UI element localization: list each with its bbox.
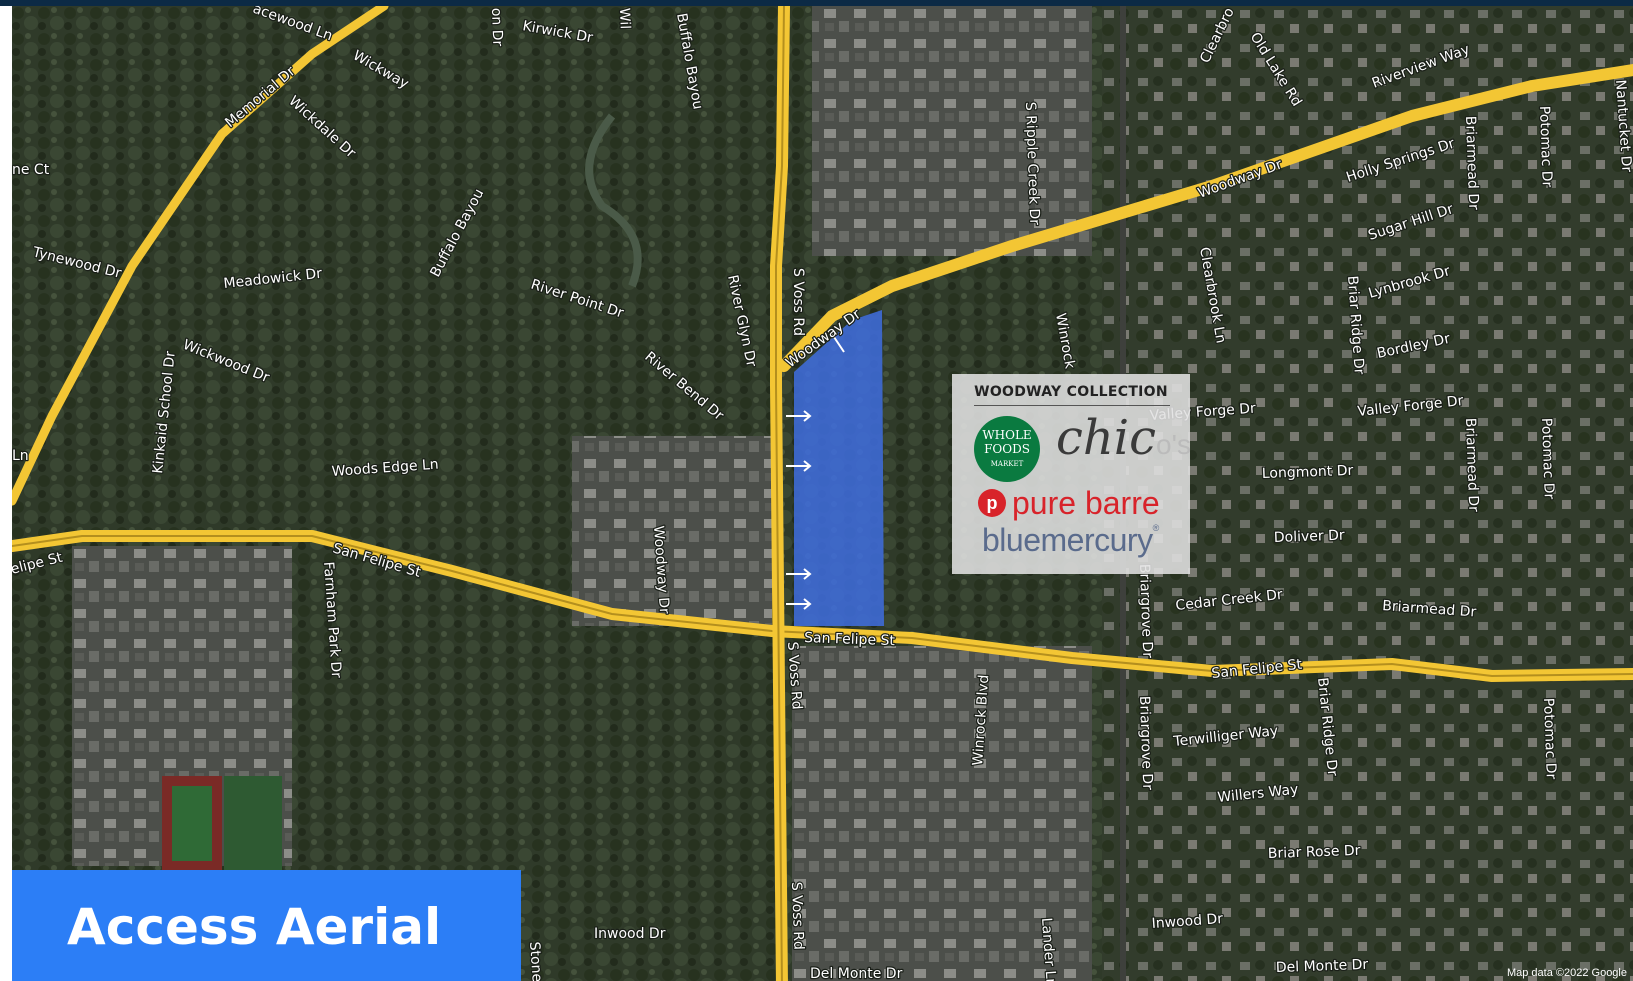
street-label: Ln (12, 448, 29, 464)
access-arrows (786, 333, 845, 610)
map-canvas: Memorial Dr Wickway Wickdale Dr Kirwick … (12, 6, 1633, 981)
tenant-callout: WOODWAY COLLECTION WHOLE FOODS MARKET ch… (952, 374, 1191, 574)
whole-foods-line2: FOODS (984, 442, 1030, 456)
street-label: Longmont Dr (1262, 463, 1354, 482)
memorial-dr-road (12, 6, 389, 506)
banner-title: Access Aerial (67, 898, 442, 956)
office-complex (572, 436, 772, 626)
street-label: Potomac Dr (1536, 106, 1555, 188)
roads (12, 6, 1633, 981)
left-margin (0, 6, 12, 981)
residential-east (1102, 6, 1633, 981)
chicos-faded: o's (1156, 429, 1191, 460)
street-label: Briarmead Dr (1462, 418, 1481, 513)
pure-barre-logo: p pure barre (978, 486, 1160, 520)
pure-barre-mark: p (978, 489, 1006, 517)
street-label: San Felipe St (804, 630, 896, 649)
whole-foods-line3: MARKET (990, 460, 1024, 468)
bluemercury-text: bluemercury (982, 522, 1153, 558)
top-bar (0, 0, 1633, 6)
commercial-south (792, 646, 1092, 981)
map-attribution: Map data ©2022 Google (1506, 967, 1627, 979)
street-label: Briargrove Dr (1136, 696, 1155, 791)
street-label: Stone (526, 941, 545, 981)
sports-field (172, 786, 212, 861)
callout-divider (974, 405, 1170, 406)
street-label: S Voss Rd (788, 882, 806, 951)
street-label: Potomac Dr (1540, 698, 1559, 780)
street-label: ne Ct (12, 162, 50, 178)
street-label: Potomac Dr (1538, 418, 1557, 500)
street-label: Briargrove Dr (1136, 564, 1155, 659)
aerial-map[interactable]: Memorial Dr Wickway Wickdale Dr Kirwick … (12, 6, 1633, 981)
street-label: Inwood Dr (1151, 911, 1224, 932)
street-label: Lander Ln (1038, 917, 1059, 981)
bayou (585, 113, 642, 288)
street-label: on Dr (488, 8, 505, 47)
callout-title: WOODWAY COLLECTION (974, 384, 1168, 400)
pure-barre-text: pure barre (1012, 485, 1160, 521)
chicos-main: chic (1056, 410, 1157, 466)
s-voss-median (775, 6, 785, 981)
bluemercury-logo: bluemercury® (982, 522, 1160, 558)
street-label: Briarmead Dr (1462, 116, 1481, 211)
street-label: Doliver Dr (1274, 528, 1346, 546)
street-label: Wil (616, 8, 633, 30)
street-label: S Ripple Creek Dr (1022, 102, 1042, 226)
bluemercury-mark: ® (1152, 523, 1160, 533)
street-label: Inwood Dr (594, 926, 666, 942)
street-label: Briar Rose Dr (1268, 843, 1361, 862)
sports-field (224, 776, 282, 871)
san-felipe-median (12, 535, 1633, 677)
commercial-north (812, 6, 1092, 256)
street-label: S Voss Rd (784, 641, 805, 710)
woodway-collection-parcel[interactable] (794, 310, 884, 626)
woodway-dr-road (778, 64, 1633, 372)
street-label: S Voss Rd (790, 268, 806, 336)
street-label: Del Monte Dr (810, 966, 903, 981)
whole-foods-logo: WHOLE FOODS MARKET (974, 416, 1040, 482)
chicos-logo: chico's (1056, 414, 1191, 462)
access-aerial-banner: Access Aerial (12, 870, 521, 981)
whole-foods-line1: WHOLE (982, 428, 1032, 442)
street-label: Del Monte Dr (1276, 957, 1369, 976)
